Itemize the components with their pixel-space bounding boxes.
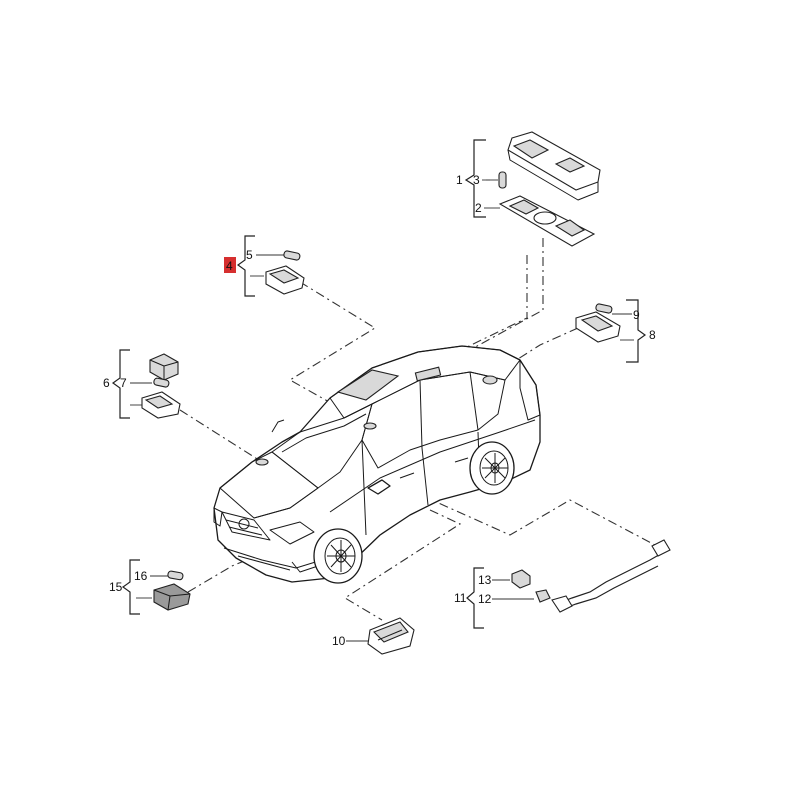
connector-part-12: [535, 589, 551, 603]
callout-9: 9: [633, 308, 640, 322]
part-group-1: 1 3 2: [456, 131, 601, 247]
callout-12: 12: [478, 592, 492, 606]
callout-10: 10: [332, 634, 346, 648]
callout-16: 16: [134, 569, 148, 583]
callout-3: 3: [473, 173, 480, 187]
connector-part-13: [511, 569, 531, 589]
callout-5: 5: [246, 248, 253, 262]
light-part-15: [153, 583, 191, 611]
part-group-11: 11 13 12: [454, 539, 671, 629]
bulb-part-9: [595, 303, 613, 314]
callout-8: 8: [649, 328, 656, 342]
highlight-marker: [224, 257, 236, 273]
bulb-part-7: [153, 377, 170, 388]
part-group-10: 10: [332, 617, 415, 655]
interior-light-housing-1: [507, 131, 601, 191]
callout-2: 2: [475, 201, 482, 215]
callout-13: 13: [478, 573, 492, 587]
callout-11: 11: [454, 591, 467, 605]
part-group-15: 15 16: [109, 559, 191, 615]
part-group-8: 8 9: [575, 299, 656, 363]
harness-plug-right: [651, 539, 671, 557]
bulb-part-3: [498, 171, 507, 189]
callout-4: 4: [226, 259, 233, 273]
harness-plug-left: [551, 595, 573, 613]
callout-15: 15: [109, 580, 123, 594]
part-group-6: 6 7: [103, 349, 181, 419]
callout-7: 7: [120, 376, 127, 390]
part-group-4: 4 5: [224, 235, 305, 297]
callout-6: 6: [103, 376, 110, 390]
bulb-part-16: [167, 570, 184, 581]
bulb-part-5: [283, 250, 301, 261]
callout-1: 1: [456, 173, 463, 187]
car-illustration: [213, 345, 541, 584]
